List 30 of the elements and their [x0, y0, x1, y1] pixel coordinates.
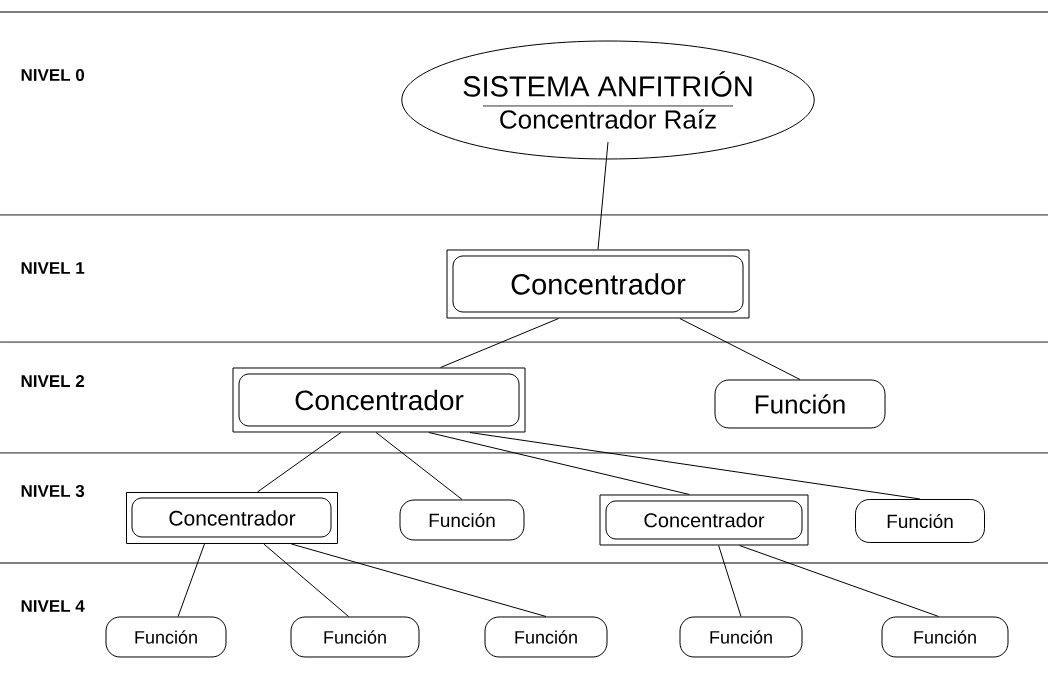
hub-box: Concentrador	[232, 367, 526, 433]
connector-line	[597, 141, 609, 250]
connector-line	[469, 432, 921, 500]
connector-line	[263, 543, 350, 617]
connector-line	[375, 432, 463, 500]
connector-line	[679, 318, 801, 380]
ellipse-node: SISTEMA ANFITRIÓN Concentrador Raíz	[401, 40, 815, 160]
connector-line	[256, 432, 342, 493]
function-box: Función	[679, 616, 803, 658]
connector-line	[718, 545, 742, 617]
connector-line	[290, 543, 547, 617]
function-box: Función	[714, 379, 886, 429]
function-box: Función	[290, 616, 420, 658]
function-box: Función	[105, 616, 227, 658]
level-label: NIVEL 0	[21, 68, 85, 81]
connector-line	[440, 318, 560, 368]
level-label: NIVEL 4	[21, 600, 85, 612]
function-box: Función	[399, 499, 525, 541]
level-label: NIVEL 1	[21, 262, 85, 274]
connector-line	[739, 545, 940, 617]
hub-box: Concentrador	[599, 494, 809, 546]
function-box: Función	[855, 499, 985, 543]
level-label: NIVEL 2	[21, 375, 85, 387]
function-box: Función	[484, 616, 608, 658]
function-box: Función	[881, 616, 1009, 658]
connector-line	[177, 543, 205, 617]
hub-box: Concentrador	[126, 492, 338, 544]
hub-box: Concentrador	[446, 249, 750, 319]
level-label: NIVEL 3	[21, 484, 85, 497]
connector-line	[428, 432, 690, 495]
